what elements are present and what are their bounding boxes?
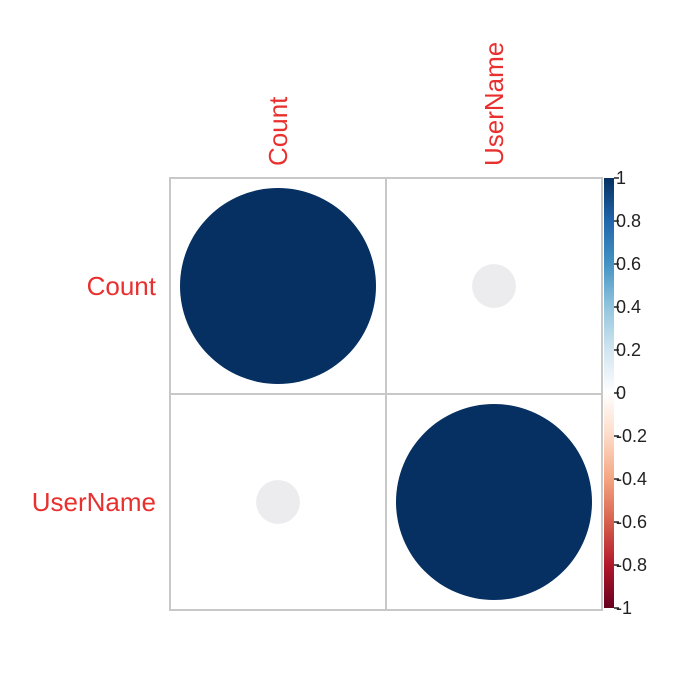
color-legend: 1 0.8 0.6 0.4 0.2 0 -0.2 -0.4 -0.6 -0.8 -1	[604, 168, 647, 618]
colorbar-gradient	[604, 178, 614, 608]
colorbar-tick-label: 0.8	[616, 211, 641, 231]
correlation-circles	[180, 188, 592, 600]
colorbar-tick-label: 0.6	[616, 254, 641, 274]
colorbar-tick-label: 0	[616, 383, 626, 403]
correlation-circle-username-count	[256, 480, 300, 524]
column-label-count: Count	[263, 96, 293, 166]
row-label-username: UserName	[32, 487, 156, 517]
column-label-username: UserName	[479, 42, 509, 166]
correlation-circle-count-username	[472, 264, 516, 308]
column-labels: Count UserName	[263, 42, 509, 166]
row-label-count: Count	[87, 271, 157, 301]
colorbar-tick-label: -0.8	[616, 555, 647, 575]
colorbar-tick-label: -0.2	[616, 426, 647, 446]
correlation-circle-username-username	[396, 404, 592, 600]
colorbar-tick-label: -0.6	[616, 512, 647, 532]
colorbar-tick-label: -0.4	[616, 469, 647, 489]
correlation-circle-count-count	[180, 188, 376, 384]
colorbar-tick-label: 0.2	[616, 340, 641, 360]
colorbar-tick-label: 1	[616, 168, 626, 188]
colorbar-tick-label: -1	[616, 598, 632, 618]
colorbar-tick-label: 0.4	[616, 297, 641, 317]
